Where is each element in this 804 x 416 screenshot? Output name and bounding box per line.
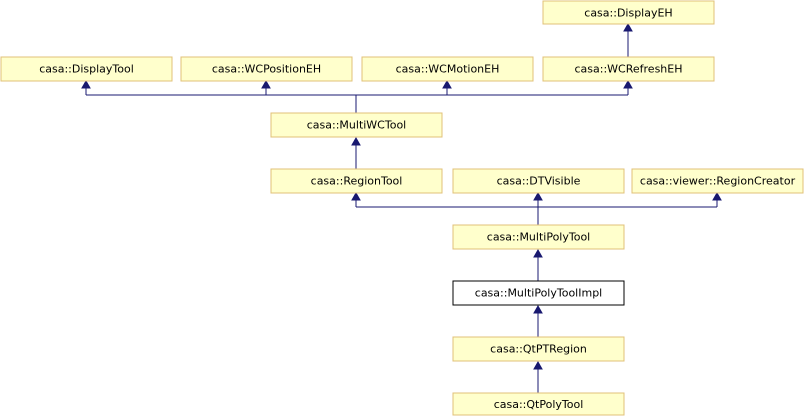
arrow-head-icon xyxy=(712,191,722,201)
node-dt-visible-label: casa::DTVisible xyxy=(497,175,581,188)
node-wc-refresh-eh-label: casa::WCRefreshEH xyxy=(575,63,683,76)
arrow-head-icon xyxy=(351,136,361,146)
node-multi-poly-tool[interactable]: casa::MultiPolyTool xyxy=(452,224,625,250)
node-wc-position-eh[interactable]: casa::WCPositionEH xyxy=(180,56,353,82)
node-display-eh-label: casa::DisplayEH xyxy=(584,7,672,20)
node-display-tool[interactable]: casa::DisplayTool xyxy=(0,56,173,82)
edges xyxy=(81,22,722,393)
node-region-creator[interactable]: casa::viewer::RegionCreator xyxy=(631,168,804,194)
node-wc-refresh-eh[interactable]: casa::WCRefreshEH xyxy=(542,56,715,82)
node-multi-poly-tool-impl: casa::MultiPolyToolImpl xyxy=(452,280,625,306)
node-qt-poly-tool-label: casa::QtPolyTool xyxy=(494,398,584,411)
arrow-head-icon xyxy=(81,79,91,89)
node-region-creator-label: casa::viewer::RegionCreator xyxy=(640,175,796,188)
arrow-head-icon xyxy=(533,360,543,370)
arrow-head-icon xyxy=(442,79,452,89)
arrow-head-icon xyxy=(261,79,271,89)
node-qt-poly-tool[interactable]: casa::QtPolyTool xyxy=(452,392,625,416)
arrow-head-icon xyxy=(623,22,633,32)
arrow-head-icon xyxy=(533,248,543,258)
arrow-head-icon xyxy=(533,191,543,201)
arrow-head-icon xyxy=(351,191,361,201)
arrow-head-icon xyxy=(623,79,633,89)
node-region-tool-label: casa::RegionTool xyxy=(311,175,403,188)
node-qt-pt-region-label: casa::QtPTRegion xyxy=(490,343,587,356)
node-wc-motion-eh[interactable]: casa::WCMotionEH xyxy=(361,56,534,82)
node-display-tool-label: casa::DisplayTool xyxy=(39,63,134,76)
node-region-tool[interactable]: casa::RegionTool xyxy=(270,168,443,194)
arrow-head-icon xyxy=(533,304,543,314)
node-wc-position-eh-label: casa::WCPositionEH xyxy=(212,63,321,76)
node-multi-poly-tool-impl-label: casa::MultiPolyToolImpl xyxy=(475,287,602,300)
node-wc-motion-eh-label: casa::WCMotionEH xyxy=(396,63,500,76)
node-dt-visible[interactable]: casa::DTVisible xyxy=(452,168,625,194)
node-multi-wc-tool-label: casa::MultiWCTool xyxy=(307,119,406,132)
node-multi-wc-tool[interactable]: casa::MultiWCTool xyxy=(270,112,443,138)
node-qt-pt-region[interactable]: casa::QtPTRegion xyxy=(452,336,625,362)
node-display-eh[interactable]: casa::DisplayEH xyxy=(542,0,715,25)
node-multi-poly-tool-label: casa::MultiPolyTool xyxy=(487,231,590,244)
